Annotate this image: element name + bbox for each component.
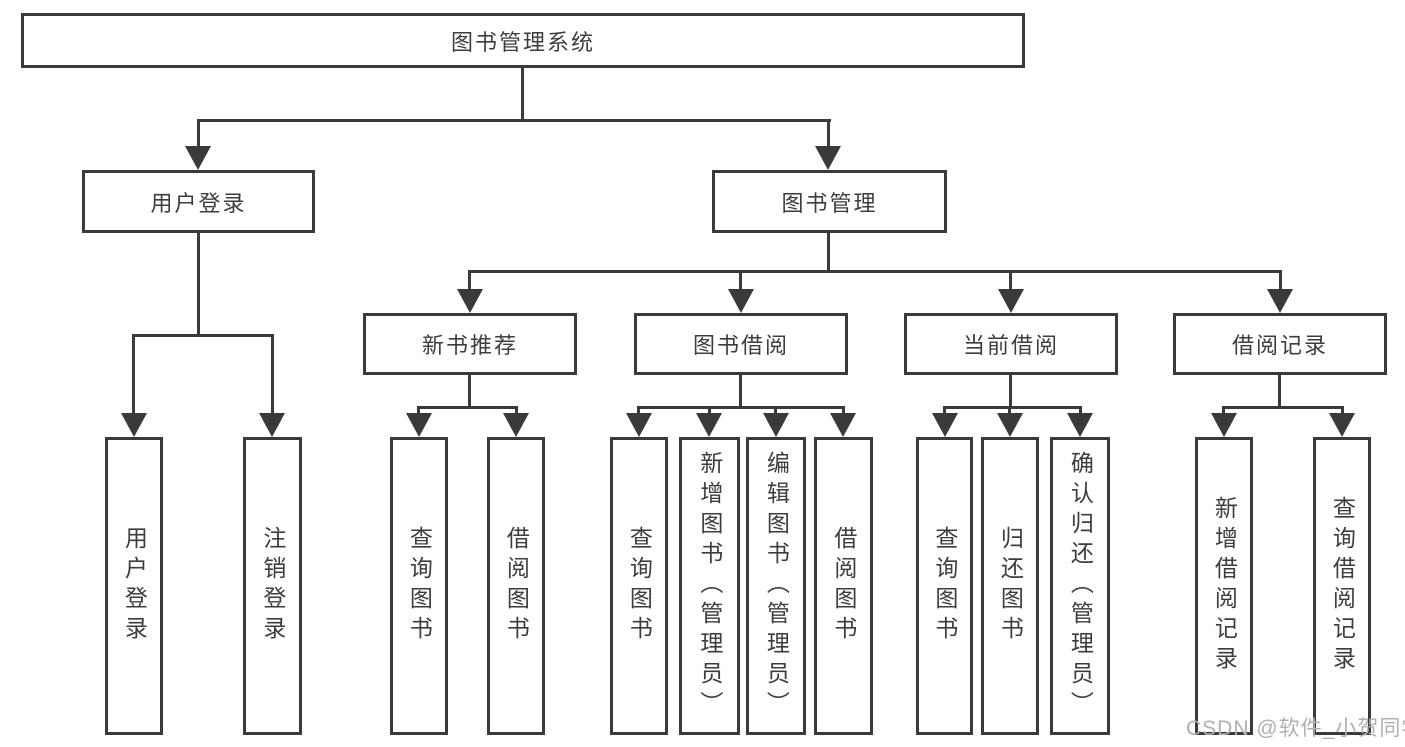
- leaf-query-books-current: 查询图书: [916, 437, 973, 735]
- connector-line: [827, 233, 830, 273]
- leaf-query-books-borrowing: 查询图书: [610, 437, 668, 735]
- node-label: 查询图书: [406, 526, 433, 646]
- node-label: 用户登录: [150, 190, 247, 216]
- connector-line: [827, 119, 830, 149]
- node-library-management-system: 图书管理系统: [21, 13, 1025, 68]
- connector-line: [943, 406, 1082, 409]
- connector-line: [271, 334, 274, 416]
- node-label: 查询图书: [626, 526, 653, 646]
- leaf-user-login: 用户登录: [105, 437, 163, 735]
- leaf-query-books-recommend: 查询图书: [390, 437, 448, 735]
- arrow-down-icon: [815, 146, 841, 170]
- node-label: 借阅记录: [1231, 333, 1328, 358]
- arrow-down-icon: [997, 413, 1023, 437]
- arrow-down-icon: [763, 413, 789, 437]
- connector-line: [1222, 406, 1344, 409]
- node-book-management: 图书管理: [712, 170, 947, 233]
- node-user-login: 用户登录: [82, 170, 315, 233]
- connector-line: [417, 406, 420, 418]
- arrow-down-icon: [728, 289, 754, 313]
- connector-line: [197, 119, 831, 122]
- node-label: 图书管理系统: [450, 29, 595, 55]
- connector-line: [1008, 406, 1011, 418]
- node-book-borrowing: 图书借阅: [634, 313, 848, 375]
- arrow-down-icon: [457, 289, 483, 313]
- leaf-return-book: 归还图书: [981, 437, 1039, 735]
- node-label: 借阅图书: [503, 526, 530, 646]
- connector-line: [468, 270, 1282, 273]
- connector-line: [468, 375, 471, 409]
- connector-line: [774, 406, 777, 418]
- connector-line: [943, 406, 946, 418]
- connector-line: [637, 406, 640, 418]
- node-label: 归还图书: [997, 526, 1024, 646]
- connector-line: [1079, 406, 1082, 418]
- node-current-borrowing: 当前借阅: [904, 313, 1118, 375]
- connector-line: [739, 270, 742, 292]
- arrow-down-icon: [1267, 289, 1293, 313]
- connector-line: [1279, 270, 1282, 292]
- connector-line: [842, 406, 845, 418]
- node-label: 注销登录: [259, 526, 286, 646]
- leaf-add-book-admin: 新增图书（管理员）: [679, 437, 740, 735]
- connector-line: [1009, 375, 1012, 409]
- leaf-edit-book-admin: 编辑图书（管理员）: [746, 437, 806, 735]
- arrow-down-icon: [696, 413, 722, 437]
- arrow-down-icon: [185, 146, 211, 170]
- node-label: 编辑图书（管理员）: [763, 451, 790, 721]
- arrow-down-icon: [626, 413, 652, 437]
- node-label: 用户登录: [121, 526, 148, 646]
- node-label: 查询图书: [931, 526, 958, 646]
- node-label: 借阅图书: [830, 526, 857, 646]
- connector-line: [1341, 406, 1344, 418]
- connector-line: [1009, 270, 1012, 292]
- node-new-book-recommendation: 新书推荐: [363, 313, 577, 375]
- arrow-down-icon: [121, 413, 147, 437]
- leaf-add-borrow-record: 新增借阅记录: [1195, 437, 1253, 735]
- arrow-down-icon: [406, 413, 432, 437]
- leaf-borrow-books-borrowing: 借阅图书: [814, 437, 873, 735]
- connector-line: [197, 119, 200, 149]
- arrow-down-icon: [932, 413, 958, 437]
- leaf-borrow-books-recommend: 借阅图书: [487, 437, 545, 735]
- arrow-down-icon: [830, 413, 856, 437]
- arrow-down-icon: [259, 413, 285, 437]
- connector-line: [1222, 406, 1225, 418]
- node-label: 图书管理: [781, 190, 878, 216]
- connector-line: [132, 334, 135, 416]
- connector-line: [1278, 375, 1281, 409]
- arrow-down-icon: [998, 289, 1024, 313]
- connector-line: [197, 233, 200, 337]
- connector-line: [708, 406, 711, 418]
- node-label: 查询借阅记录: [1329, 496, 1356, 676]
- connector-line: [739, 375, 742, 409]
- node-label: 当前借阅: [962, 333, 1059, 358]
- connector-line: [417, 406, 518, 409]
- leaf-query-borrow-record: 查询借阅记录: [1313, 437, 1371, 735]
- arrow-down-icon: [1067, 413, 1093, 437]
- csdn-watermark: CSDN @软件_小贺同学: [1186, 717, 1405, 740]
- node-label: 新增借阅记录: [1211, 496, 1238, 676]
- node-label: 新书推荐: [421, 333, 518, 358]
- arrow-down-icon: [503, 413, 529, 437]
- node-label: 图书借阅: [692, 333, 789, 358]
- arrow-down-icon: [1329, 413, 1355, 437]
- arrow-down-icon: [1211, 413, 1237, 437]
- node-label: 新增图书（管理员）: [696, 451, 723, 721]
- leaf-logout: 注销登录: [243, 437, 302, 735]
- connector-line: [468, 270, 471, 292]
- node-borrowing-records: 借阅记录: [1173, 313, 1387, 375]
- connector-line: [515, 406, 518, 418]
- node-label: 确认归还（管理员）: [1067, 451, 1094, 721]
- connector-line: [521, 68, 524, 122]
- leaf-confirm-return-admin: 确认归还（管理员）: [1050, 437, 1110, 735]
- connector-line: [637, 406, 845, 409]
- connector-line: [132, 334, 274, 337]
